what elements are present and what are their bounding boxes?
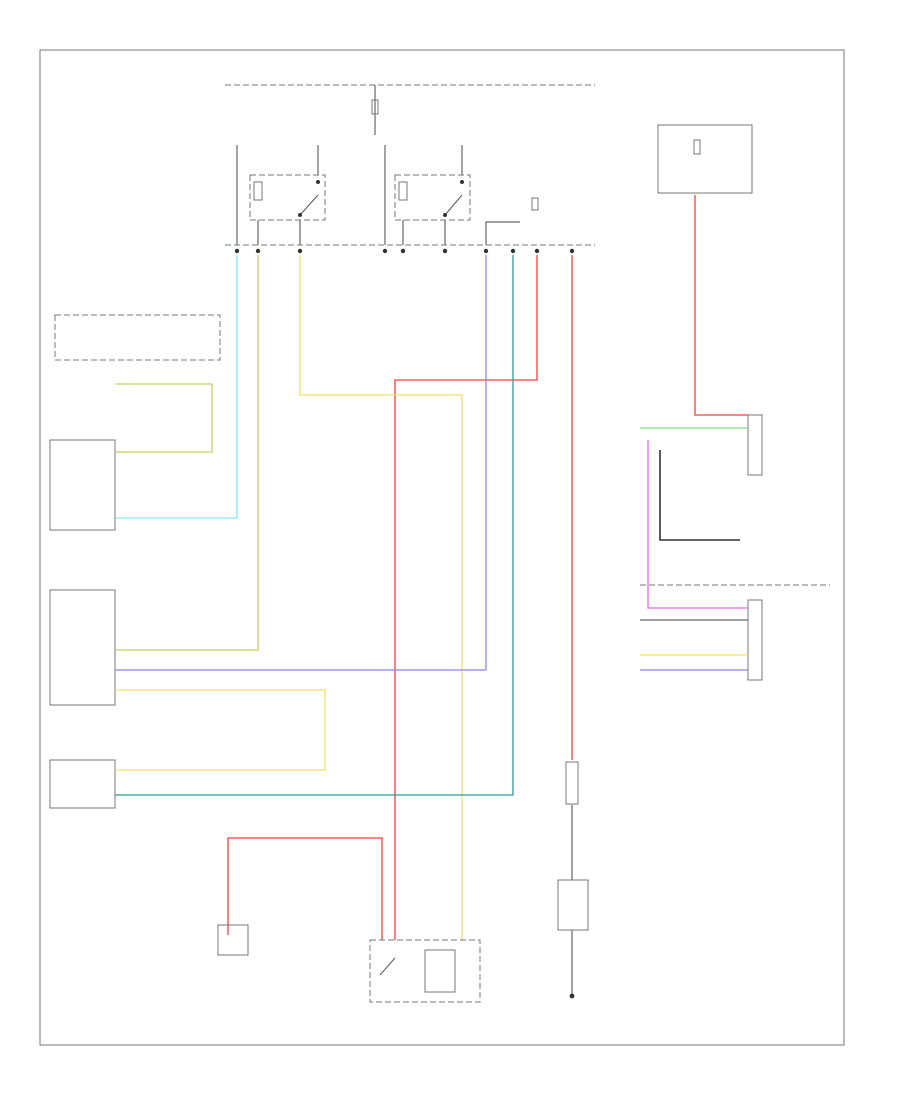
generator-icon: [217, 924, 249, 956]
teal-wire-trs-sense: [115, 255, 514, 796]
radio-frequency-module: [640, 584, 830, 681]
relay-2-feed: [485, 221, 520, 245]
pdc-pin: [297, 248, 303, 254]
diagram-border: [39, 49, 845, 1046]
fuse-hot-run-icon: [531, 197, 539, 211]
black-wire-bfm-ground: [659, 450, 740, 541]
ignition-module-top-right: [657, 124, 753, 194]
red-wire-module-power: [694, 195, 748, 416]
ground-icon: [569, 993, 575, 999]
yellow-wire-trs-loop: [115, 689, 326, 771]
main-fuse-icon: [371, 99, 379, 115]
pink-wire-rf-data: [647, 440, 748, 609]
pdc-pin: [234, 248, 240, 254]
pdc-pin: [510, 248, 516, 254]
cyan-wire-seat-module: [115, 255, 238, 519]
pdc-pin: [534, 248, 540, 254]
olive-wire-seat-switch: [115, 383, 213, 453]
seat-switch-connector: [54, 314, 221, 361]
olive-wire-pcm: [115, 255, 259, 651]
pdc-pin: [255, 248, 261, 254]
blue-wire-pcm-sense: [115, 255, 487, 671]
pdc-pin: [569, 248, 575, 254]
starter-relay-2-icon: [394, 174, 471, 245]
starter-relay-1-icon: [249, 174, 326, 245]
remote-start-module-icon: [557, 879, 589, 931]
body-frequency-module: [747, 414, 763, 476]
red-wire-generator: [227, 837, 383, 940]
powertrain-control-module: [49, 589, 116, 706]
power-distribution-center: [225, 84, 595, 254]
yellow-wire-start-signal: [299, 255, 463, 940]
pdc-pin: [400, 248, 406, 254]
pdc-pin: [483, 248, 489, 254]
starter-motor-icon: [369, 939, 481, 1003]
red-wire-ignition-run: [394, 255, 538, 940]
transmission-range-sensor: [49, 759, 116, 809]
battery-fuse-icon: [565, 761, 579, 805]
pdc-pin: [382, 248, 388, 254]
pdc-pin: [442, 248, 448, 254]
seat-control-module: [49, 439, 116, 531]
